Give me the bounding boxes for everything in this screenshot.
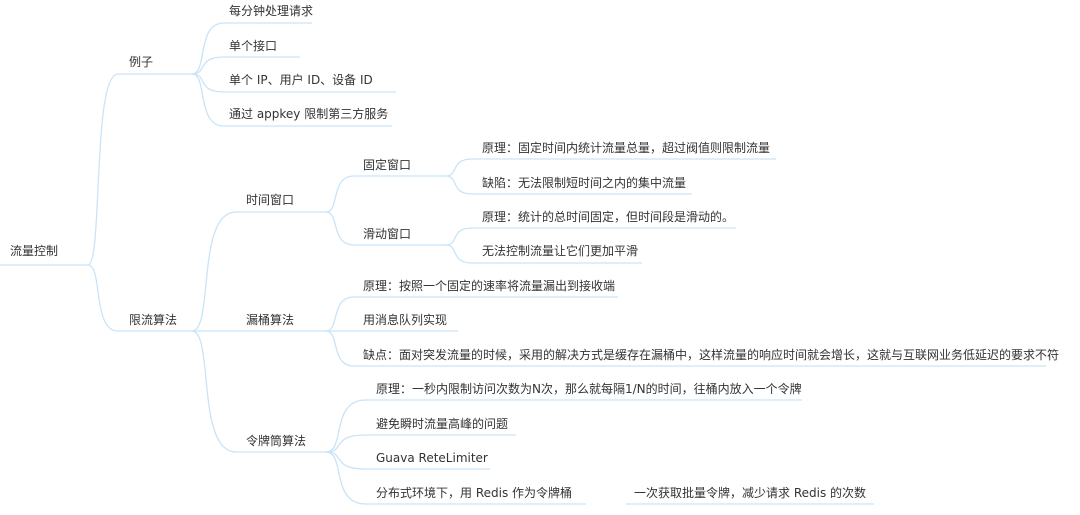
node-token-redis-sub[interactable]: 一次获取批量令牌，减少请求 Redis 的次数 bbox=[634, 486, 867, 500]
node-leaky-item[interactable]: 缺点：面对突发流量的时候，采用的解决方式是缓存在漏桶中，这样流量的响应时间就会增… bbox=[363, 348, 1060, 362]
connector-curve bbox=[191, 73, 225, 127]
node-time-window[interactable]: 时间窗口 bbox=[246, 193, 295, 207]
connector-curve bbox=[445, 158, 473, 177]
connector-curve bbox=[325, 399, 367, 453]
node-sliding-window[interactable]: 滑动窗口 bbox=[363, 227, 412, 241]
node-token-item[interactable]: 原理：一秒内限制访问次数为N次，那么就每隔1/N的时间，往桶内放入一个令牌 bbox=[376, 382, 802, 396]
connector-curve bbox=[325, 330, 355, 367]
node-root[interactable]: 流量控制 bbox=[10, 244, 59, 258]
node-token-item[interactable]: 避免瞬时流量高峰的问题 bbox=[376, 417, 509, 431]
node-fixed-item[interactable]: 原理：固定时间内统计流量总量，超过阀值则限制流量 bbox=[482, 141, 771, 155]
connector-curve bbox=[191, 330, 237, 453]
connector-curve bbox=[87, 73, 119, 266]
connector-curve bbox=[191, 211, 237, 332]
node-leaky-item[interactable]: 原理：按照一个固定的速率将流量漏出到接收端 bbox=[363, 279, 616, 293]
node-token-item[interactable]: Guava ReteLimiter bbox=[376, 451, 488, 465]
node-algorithms[interactable]: 限流算法 bbox=[129, 313, 178, 327]
node-token-bucket[interactable]: 令牌筒算法 bbox=[246, 434, 307, 448]
connector-curve bbox=[191, 56, 225, 75]
connector-curve bbox=[87, 264, 119, 332]
connector-curve bbox=[191, 22, 225, 75]
node-example-item[interactable]: 通过 appkey 限制第三方服务 bbox=[229, 107, 389, 121]
connector-curve bbox=[325, 451, 367, 505]
connector-curve bbox=[325, 175, 355, 213]
connector-curve bbox=[325, 434, 367, 453]
node-leaky-item[interactable]: 用消息队列实现 bbox=[363, 313, 448, 327]
connector-curve bbox=[445, 244, 473, 264]
connector-curve bbox=[445, 175, 473, 195]
connector-curve bbox=[325, 296, 355, 332]
node-token-item[interactable]: 分布式环境下，用 Redis 作为令牌桶 bbox=[376, 486, 573, 500]
node-fixed-item[interactable]: 缺陷：无法限制短时间之内的集中流量 bbox=[482, 176, 687, 190]
node-sliding-item[interactable]: 原理：统计的总时间固定，但时间段是滑动的。 bbox=[482, 210, 735, 224]
connector-curve bbox=[325, 211, 355, 246]
node-sliding-item[interactable]: 无法控制流量让它们更加平滑 bbox=[482, 244, 639, 258]
node-example-item[interactable]: 单个 IP、用户 ID、设备 ID bbox=[229, 73, 373, 87]
connector-curve bbox=[445, 227, 473, 246]
node-example-item[interactable]: 每分钟处理请求 bbox=[229, 4, 314, 18]
node-leaky-bucket[interactable]: 漏桶算法 bbox=[246, 313, 295, 327]
node-example-item[interactable]: 单个接口 bbox=[229, 39, 278, 53]
node-example[interactable]: 例子 bbox=[129, 55, 154, 69]
node-fixed-window[interactable]: 固定窗口 bbox=[363, 158, 412, 172]
